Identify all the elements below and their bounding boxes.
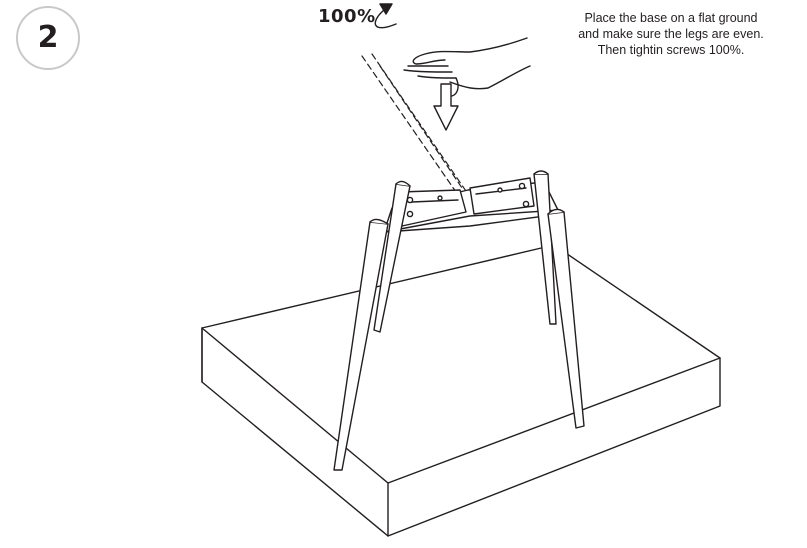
base-box <box>201 244 721 537</box>
instruction-line-1: Place the base on a flat ground <box>584 11 758 25</box>
down-arrow-icon <box>433 83 459 131</box>
instruction-line-3: Then tightin screws 100%. <box>597 43 745 57</box>
chair-legs <box>333 170 585 471</box>
chair-frame <box>383 177 561 233</box>
torque-label: 100% <box>318 6 376 27</box>
step-number: 2 <box>37 20 59 55</box>
leg-front-right <box>547 211 585 429</box>
instructions-text: Place the base on a flat ground and make… <box>540 10 802 58</box>
instruction-line-2: and make sure the legs are even. <box>578 27 764 41</box>
hand-icon <box>403 37 531 97</box>
step-number-badge: 2 <box>16 6 80 70</box>
rotate-arrow-icon <box>374 3 397 29</box>
